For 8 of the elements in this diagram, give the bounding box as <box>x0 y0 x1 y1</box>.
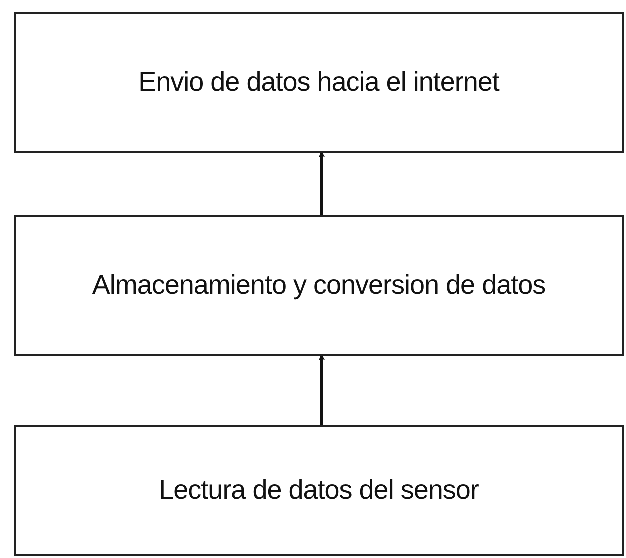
process-box <box>14 215 624 356</box>
box-label: Almacenamiento y conversion de datos <box>92 270 546 301</box>
process-box <box>14 425 624 556</box>
process-box <box>14 12 624 153</box>
arrow <box>319 356 325 425</box>
arrow <box>319 152 325 215</box>
box-label: Lectura de datos del sensor <box>159 475 479 506</box>
box-label: Envio de datos hacia el internet <box>138 67 500 98</box>
